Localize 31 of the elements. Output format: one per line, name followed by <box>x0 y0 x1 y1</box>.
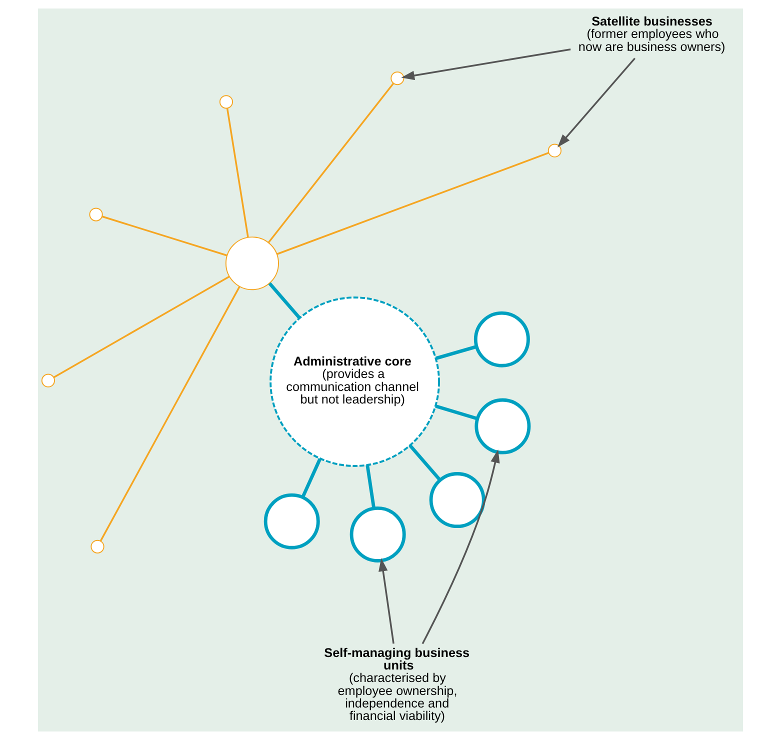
node-circle <box>225 236 279 290</box>
connector <box>408 444 442 482</box>
node-circle <box>474 398 531 454</box>
connector <box>100 286 240 542</box>
connector <box>268 282 301 320</box>
connector <box>366 465 376 508</box>
node-circle <box>264 493 320 550</box>
node-circle <box>219 95 234 109</box>
node-circle <box>429 472 486 528</box>
node-circle <box>474 311 530 368</box>
connector <box>102 216 228 256</box>
node-text: Satellite businesses (former employees who now are business owners) <box>578 14 726 54</box>
node-circle <box>390 71 404 86</box>
connector <box>268 82 394 244</box>
node-circle <box>350 506 406 562</box>
connector <box>53 276 230 378</box>
connector <box>226 108 249 238</box>
node-circle <box>41 374 56 388</box>
connector <box>436 345 477 360</box>
arrow <box>557 58 636 148</box>
node-text: Self-managing business units (characterised by employee ownership, independence and financial viability) <box>324 646 470 724</box>
node-circle <box>548 144 562 158</box>
node-circle: Administrative core (provides a communication channel but not leadership) <box>270 296 440 467</box>
arrow <box>422 449 500 644</box>
node-circle <box>90 540 104 554</box>
node-circle <box>89 208 103 222</box>
connector <box>276 152 549 255</box>
arrow <box>401 48 571 80</box>
connector <box>435 404 478 420</box>
arrow <box>378 558 394 644</box>
connector <box>301 458 322 498</box>
